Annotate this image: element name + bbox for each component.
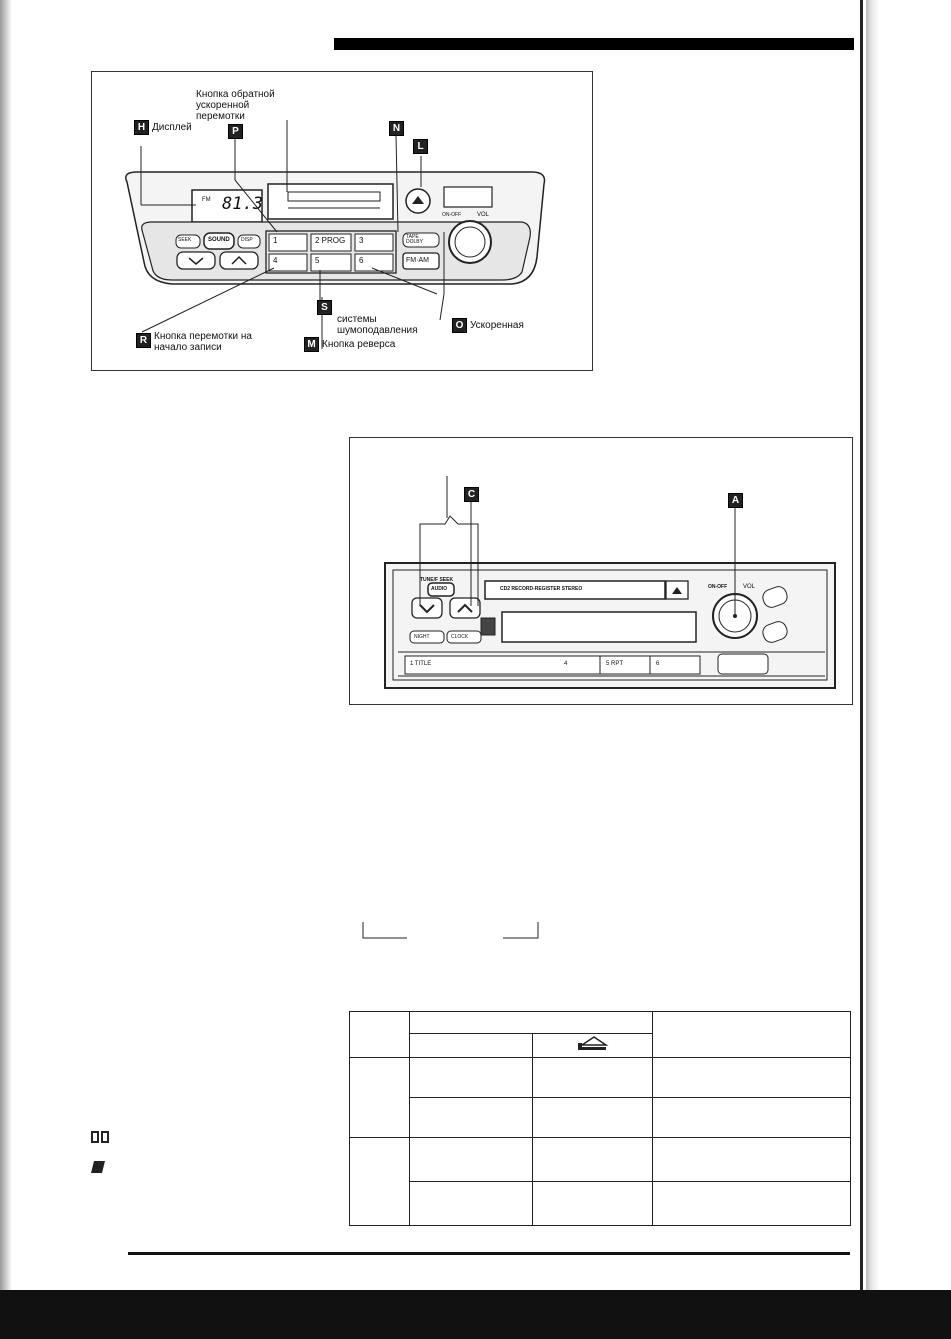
bottom-scan-band bbox=[0, 1290, 951, 1339]
display-band: FM bbox=[202, 197, 211, 203]
page-right-shadow bbox=[866, 0, 951, 1339]
seek-label: SEEK bbox=[178, 237, 192, 243]
letter-N: N bbox=[389, 121, 404, 136]
preset-5-button bbox=[310, 253, 352, 272]
label-reverse: Кнопка реверса bbox=[322, 339, 396, 350]
page-left-shadow bbox=[0, 0, 12, 1339]
figure-cd-receiver: C A TUNE/F SEEK AUDIO NIGHT CLOCK CD2 RE… bbox=[349, 437, 853, 705]
tune-up-button bbox=[219, 251, 259, 270]
cd-slot bbox=[484, 580, 666, 600]
preset-2-label: 2 PROG bbox=[315, 236, 346, 245]
label-fast: Ускоренная bbox=[470, 320, 524, 331]
radio-cassette-drawing bbox=[125, 120, 546, 349]
seek-button bbox=[175, 234, 201, 249]
preset-5-label: 5 bbox=[315, 256, 320, 265]
preset-4-button bbox=[268, 253, 308, 272]
label-noise-reduction: системы шумоподавления bbox=[337, 314, 418, 336]
preset-1-label: 1 bbox=[273, 236, 278, 245]
onoff-label: ON-OFF bbox=[708, 584, 728, 590]
preset-6-label: 6 bbox=[656, 661, 660, 667]
letter-R: R bbox=[136, 333, 151, 348]
letter-M: M bbox=[304, 337, 319, 352]
bracket-mark bbox=[362, 922, 539, 939]
clock-label: CLOCK bbox=[451, 634, 469, 640]
preset-6-button bbox=[649, 655, 701, 675]
figure-radio-cassette: Кнопка обратной ускоренной перемотки H Д… bbox=[91, 71, 593, 371]
audio-label: AUDIO bbox=[431, 586, 448, 592]
preset-5-label: 5 RPT bbox=[606, 661, 624, 667]
label-rewind-start: Кнопка перемотки на начало записи bbox=[154, 331, 252, 353]
letter-P: P bbox=[228, 124, 243, 139]
fm-am-label: FM·AM bbox=[406, 257, 429, 264]
tune-up-button bbox=[449, 597, 481, 619]
fm-am-button bbox=[402, 252, 440, 270]
label-display: Дисплей bbox=[152, 122, 192, 133]
preset-6-button bbox=[354, 253, 394, 272]
dolby-icon bbox=[90, 1130, 110, 1149]
display-frequency: 81.3 bbox=[222, 194, 263, 214]
display-window bbox=[501, 611, 697, 643]
display-window bbox=[191, 189, 263, 223]
sound-label: SOUND bbox=[208, 237, 230, 243]
tune-down-button bbox=[176, 251, 216, 270]
label-rewind: Кнопка обратной ускоренной перемотки bbox=[196, 89, 275, 122]
night-label: NIGHT bbox=[414, 634, 430, 640]
disp-button bbox=[237, 234, 261, 249]
letter-A: A bbox=[728, 493, 743, 508]
letter-L: L bbox=[413, 139, 428, 154]
vol-label: VOL bbox=[477, 212, 490, 218]
eject-icon bbox=[672, 587, 682, 594]
preset-6-label: 6 bbox=[359, 256, 364, 265]
legend-mark-icon bbox=[90, 1160, 106, 1179]
letter-S: S bbox=[317, 300, 332, 315]
preset-3-button bbox=[354, 233, 394, 252]
preset-4-label: 4 bbox=[273, 256, 278, 265]
sound-button bbox=[203, 232, 235, 250]
slot-text: CD2 RECORD-REGISTER STEREO bbox=[500, 586, 583, 592]
spec-table bbox=[348, 1011, 852, 1226]
input-button bbox=[717, 653, 769, 675]
preset-1-button bbox=[268, 233, 308, 252]
letter-C: C bbox=[464, 487, 479, 502]
night-button bbox=[409, 630, 445, 644]
vol-label: VOL bbox=[743, 584, 756, 590]
preset-2-button bbox=[310, 233, 352, 252]
tape-dolby-button bbox=[402, 232, 440, 248]
mode-labels: TUNE/F SEEK bbox=[420, 577, 454, 583]
tune-down-button bbox=[411, 597, 443, 619]
tape-dolby-label: TAPE DOLBY bbox=[406, 234, 423, 245]
preset-1-button bbox=[404, 655, 601, 675]
onoff-label: ON-OFF bbox=[442, 212, 462, 218]
header-bar bbox=[334, 38, 854, 50]
eject-icon bbox=[412, 196, 424, 204]
clock-button bbox=[446, 630, 482, 644]
letter-H: H bbox=[134, 120, 149, 135]
audio-button bbox=[427, 582, 455, 597]
preset-1-label: 1 TITLE bbox=[410, 661, 432, 667]
disp-label: DISP bbox=[241, 237, 253, 243]
page-right-border bbox=[860, 0, 863, 1300]
cd-receiver-drawing bbox=[384, 476, 836, 689]
letter-O: O bbox=[452, 318, 467, 333]
preset-3-label: 3 bbox=[359, 236, 364, 245]
preset-4-label: 4 bbox=[564, 661, 568, 667]
footer-rule bbox=[128, 1252, 850, 1255]
tape-eject-icon bbox=[577, 1036, 609, 1050]
